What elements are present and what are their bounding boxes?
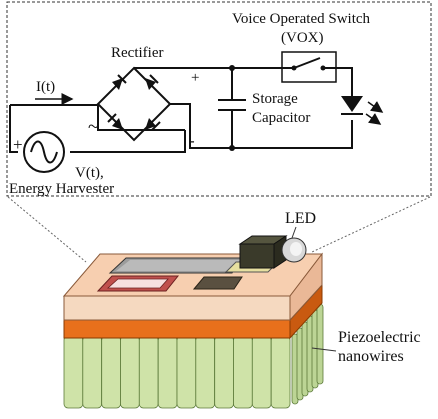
current-label: I(t) (36, 79, 55, 95)
circuit-inset-border (6, 1, 432, 197)
diode-bar (151, 121, 161, 131)
led-package-side (273, 235, 287, 269)
nanowire-leader-line (311, 347, 337, 352)
diode-icon (112, 78, 123, 90)
led-diode-icon (341, 96, 363, 112)
component-pad-red-inner (106, 278, 169, 289)
substrate-front (63, 295, 291, 321)
orange-layer-front (63, 319, 291, 339)
zoom-guide-line (7, 196, 87, 263)
nanowire-column (251, 335, 272, 409)
nanowire-column (195, 335, 216, 409)
component-chip-dark (192, 276, 243, 290)
diode-icon (145, 78, 156, 90)
positive-sign: + (191, 70, 199, 86)
light-emission-icon (365, 113, 382, 125)
diode-bar (149, 74, 159, 84)
nanowire-column (120, 335, 140, 409)
storage-capacitor-label-line2: Capacitor (252, 110, 310, 126)
nanowire-column (157, 335, 178, 409)
negative-sign: - (189, 131, 195, 150)
storage-capacitor-label-line1: Storage (252, 91, 298, 107)
nanowire-column (63, 335, 84, 409)
rectifier-bridge (96, 66, 172, 142)
nanowire-column (233, 335, 253, 409)
nanowire-column (176, 335, 197, 409)
voltage-label: V(t), (75, 165, 104, 181)
switch-lever-icon (293, 57, 321, 69)
diode-icon (145, 118, 156, 130)
rectifier-left-wire (97, 104, 185, 131)
source-wire (9, 104, 186, 153)
nanowire-column (270, 335, 291, 409)
energy-harvester-label: Energy Harvester (9, 181, 114, 197)
led-package-front (239, 243, 275, 269)
rectifier-label: Rectifier (111, 45, 163, 61)
vox-label-line1: Voice Operated Switch (232, 11, 371, 27)
light-emission-icon (367, 101, 384, 113)
vox-label-line2: (VOX) (281, 30, 324, 46)
led-lens-inner (290, 242, 302, 256)
nanowire-column (82, 335, 103, 409)
rectifier-ac-symbol: ~ (88, 116, 99, 138)
nanowire-column (138, 335, 159, 409)
positive-rail (134, 67, 353, 96)
nanowire-column (101, 335, 121, 409)
diode-icon (112, 118, 123, 130)
component-glass-plate-shine (116, 260, 240, 271)
nanowires-label-line1: Piezoelectric (338, 329, 421, 346)
ac-source-sine-icon (30, 140, 58, 164)
nanowire-column (214, 335, 234, 409)
diode-bar (107, 113, 117, 123)
led-label: LED (285, 210, 316, 227)
substrate-side (289, 252, 323, 322)
zoom-guide-line (311, 196, 431, 253)
negative-rail (170, 103, 353, 149)
nanowires-label-line2: nanowires (338, 348, 404, 365)
nanowire-column (316, 303, 324, 385)
source-plus-sign: + (13, 135, 23, 154)
diode-bar (117, 74, 127, 84)
led-leader-line (291, 226, 297, 239)
nanowire-array (63, 303, 324, 409)
